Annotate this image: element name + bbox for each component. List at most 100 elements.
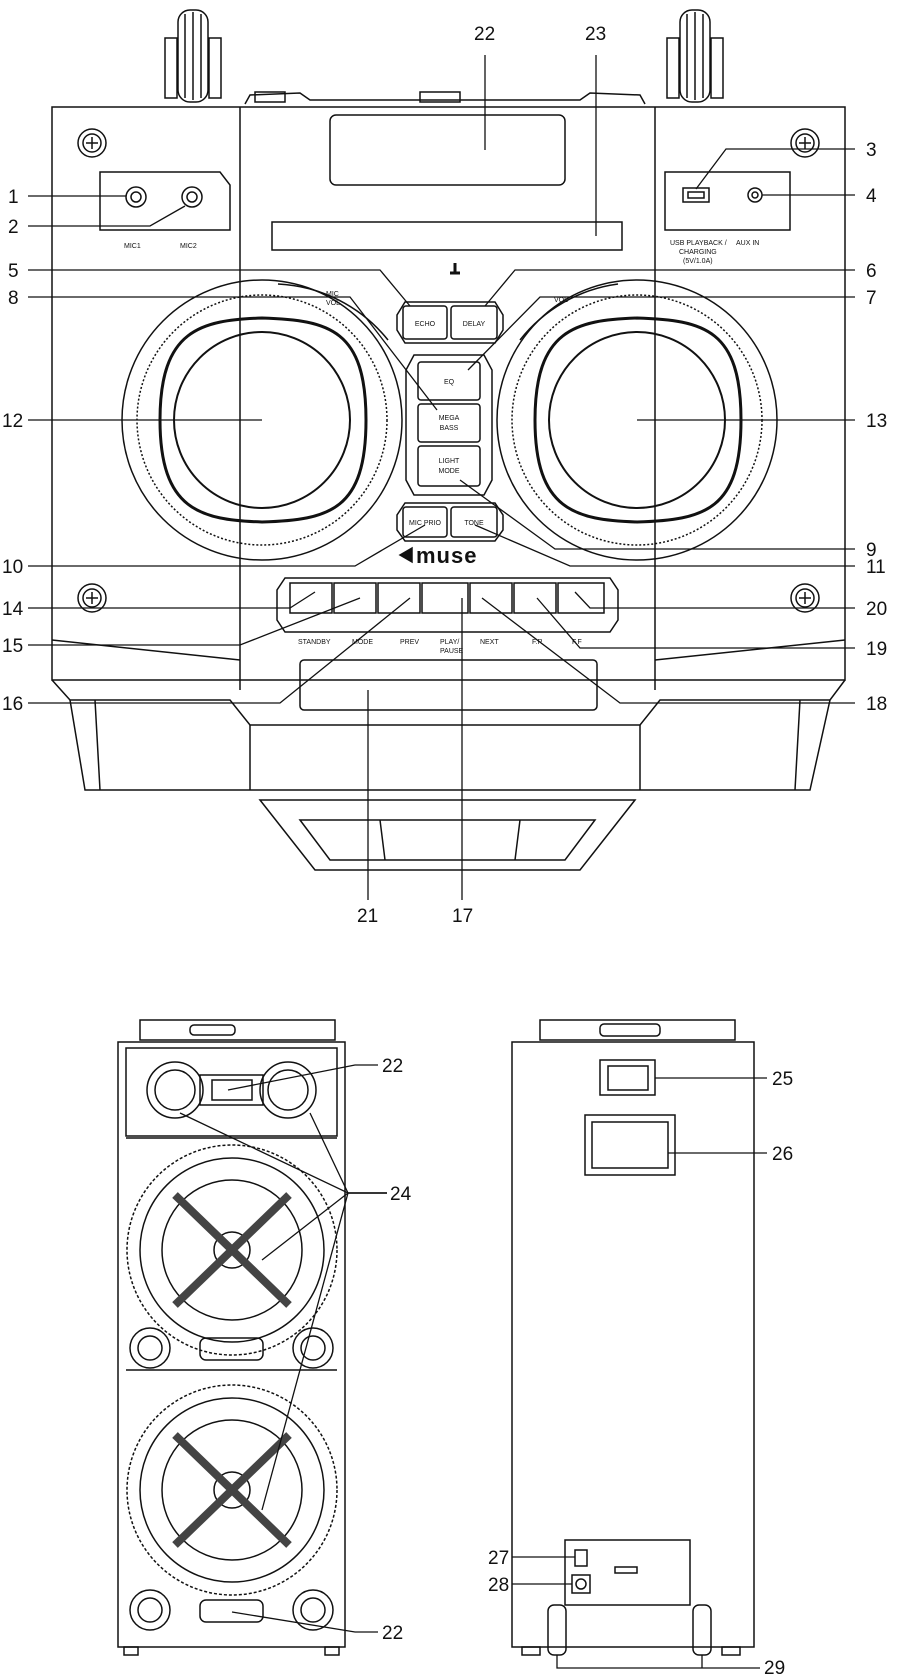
callout-1: 1 — [8, 187, 19, 208]
callout-22-tower-top: 22 — [382, 1056, 403, 1077]
brand-logo-mark — [398, 546, 413, 564]
callout-17: 17 — [452, 906, 473, 927]
aux-label: AUX IN — [736, 240, 759, 247]
callout-15: 15 — [2, 636, 23, 657]
tower-front-view — [117, 1019, 346, 1656]
callout-14: 14 — [2, 599, 24, 620]
usb-label-line3: (5V/1.0A) — [683, 258, 713, 265]
callout-7: 7 — [866, 288, 877, 309]
prev-button[interactable] — [377, 582, 421, 614]
tower-back-view — [511, 1019, 755, 1656]
back-power-panel — [564, 1539, 691, 1606]
echo-button[interactable] — [402, 305, 448, 340]
usb-aux-panel — [664, 171, 791, 231]
fr-label: F.R — [532, 639, 543, 646]
echo-label: ECHO — [415, 321, 436, 328]
mic-prio-button[interactable] — [402, 506, 448, 538]
mega-label-1: MEGA — [439, 415, 460, 422]
eq-label: EQ — [444, 379, 455, 386]
callout-12: 12 — [2, 411, 23, 432]
callout-10: 10 — [2, 557, 23, 578]
mic1-jack[interactable] — [125, 186, 147, 208]
next-label: NEXT — [480, 639, 499, 646]
mic-vol-arc[interactable] — [277, 283, 389, 341]
callout-29: 29 — [764, 1658, 785, 1675]
light-label-1: LIGHT — [439, 458, 460, 465]
light-label-2: MODE — [439, 468, 460, 475]
tone-label: TONE — [464, 520, 484, 527]
tone-button[interactable] — [450, 506, 498, 538]
callout-numbers: 1 2 3 4 5 6 7 8 9 10 11 12 13 14 15 16 1… — [2, 24, 887, 1675]
callout-22-tower-bottom: 22 — [382, 1623, 403, 1644]
mic-prio-label: MIC PRIO — [409, 520, 441, 527]
top-wheel-right — [666, 9, 724, 103]
next-button[interactable] — [469, 582, 513, 614]
transport-bar — [276, 577, 619, 633]
cd-door-slot[interactable] — [271, 221, 623, 251]
front-view — [51, 9, 846, 871]
callout-26: 26 — [772, 1144, 793, 1165]
callout-lines — [28, 55, 855, 1669]
top-wheel-left — [164, 9, 222, 103]
aux-jack[interactable] — [747, 187, 763, 203]
callout-8: 8 — [8, 288, 19, 309]
play-label-1: PLAY/ — [440, 639, 459, 646]
mode-button[interactable] — [333, 582, 377, 614]
callout-19: 19 — [866, 639, 887, 660]
ff-button[interactable] — [557, 582, 605, 614]
callout-3: 3 — [866, 140, 877, 161]
callout-9: 9 — [866, 540, 877, 561]
mic1-label: MIC1 — [124, 243, 141, 250]
mic-vol-label-2: VOL — [326, 300, 340, 307]
light-mode-button[interactable] — [417, 445, 481, 487]
callout-22: 22 — [474, 24, 495, 45]
callout-20: 20 — [866, 599, 887, 620]
back-handle[interactable] — [584, 1114, 676, 1176]
callout-25: 25 — [772, 1069, 793, 1090]
prev-label: PREV — [400, 639, 419, 646]
mic-panel — [99, 171, 231, 231]
callout-18: 18 — [866, 694, 887, 715]
callout-11: 11 — [866, 557, 886, 578]
standby-button[interactable] — [289, 582, 333, 614]
standby-label: STANDBY — [298, 639, 331, 646]
mic2-label: MIC2 — [180, 243, 197, 250]
vol-label: VOL — [554, 297, 568, 304]
power-switch[interactable] — [574, 1549, 588, 1567]
mega-bass-button[interactable] — [417, 403, 481, 443]
mic-vol-label-1: MIC — [326, 291, 339, 298]
delay-button[interactable] — [450, 305, 498, 340]
play-pause-button[interactable] — [421, 582, 469, 614]
front-body — [51, 106, 846, 871]
screw-top-left — [77, 128, 107, 158]
mega-label-2: BASS — [440, 425, 459, 432]
fr-button[interactable] — [513, 582, 557, 614]
callout-28: 28 — [488, 1575, 509, 1596]
cd-lid[interactable] — [329, 114, 566, 186]
vol-arc[interactable] — [519, 283, 619, 341]
callout-5: 5 — [8, 261, 19, 282]
callout-21: 21 — [357, 906, 378, 927]
callout-23: 23 — [585, 24, 606, 45]
screw-top-right — [790, 128, 820, 158]
ac-socket[interactable] — [571, 1574, 591, 1594]
usb-label-line1: USB PLAYBACK / — [670, 240, 727, 247]
lower-display — [299, 659, 598, 711]
ff-label: F.F — [572, 639, 582, 646]
callout-4: 4 — [866, 186, 877, 207]
delay-label: DELAY — [463, 321, 486, 328]
callout-24: 24 — [390, 1184, 412, 1205]
front-labels: MIC1 MIC2 USB PLAYBACK / CHARGING (5V/1.… — [124, 240, 759, 655]
brand-name: muse — [416, 543, 477, 568]
callout-27: 27 — [488, 1548, 509, 1569]
eq-button[interactable] — [417, 361, 481, 401]
callout-13: 13 — [866, 411, 887, 432]
mic2-jack[interactable] — [181, 186, 203, 208]
callout-2: 2 — [8, 217, 19, 238]
callout-6: 6 — [866, 261, 877, 282]
usb-port[interactable] — [682, 187, 710, 203]
screw-mid-left — [77, 583, 107, 613]
play-label-2: PAUSE — [440, 648, 464, 655]
